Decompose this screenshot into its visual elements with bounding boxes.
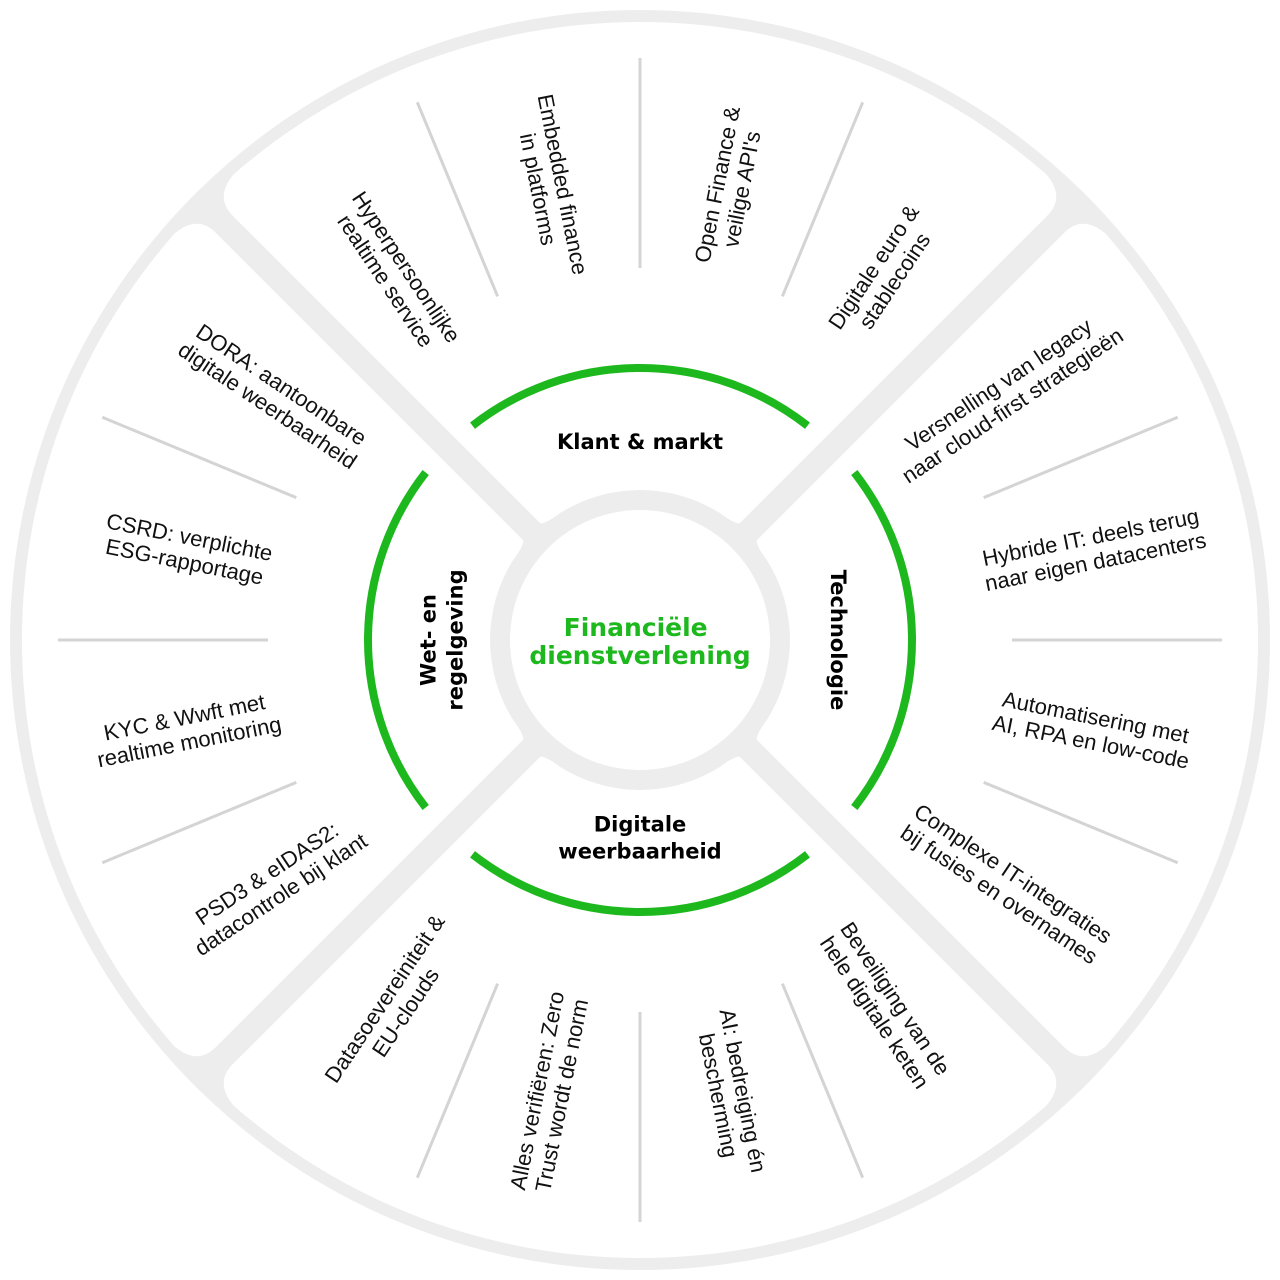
quadrant-panel [21, 223, 524, 1057]
category-title: Technologie [826, 570, 850, 711]
trend-item: Alles verifiëren: ZeroTrust wordt de nor… [505, 989, 594, 1197]
category-arc [851, 470, 916, 810]
item-divider [983, 415, 1179, 499]
item-divider [983, 781, 1179, 865]
category-title: Digitale weerbaarheid [558, 813, 721, 864]
item-divider [101, 415, 297, 499]
item-divider [781, 101, 865, 297]
center-hub: Financiële dienstverlening [510, 510, 770, 770]
item-divider [781, 983, 865, 1179]
center-title-line2: dienstverlening [529, 641, 750, 670]
quadrant-panels [21, 21, 1259, 1259]
item-divider [101, 781, 297, 865]
category-arc [364, 470, 429, 810]
quadrant-panel [756, 223, 1259, 1057]
center-circle [510, 510, 770, 770]
category-title-line: regelgeving [444, 569, 468, 710]
category-arc [470, 851, 810, 916]
category-title: Klant & markt [557, 430, 723, 454]
quadrant-panel [223, 21, 1057, 524]
category-label: Technologie [826, 570, 850, 711]
category-label: Klant & markt [557, 430, 723, 454]
category-arcs [364, 364, 916, 916]
center-title: Financiële dienstverlening [529, 613, 750, 670]
category-title-line: weerbaarheid [558, 840, 721, 864]
category-title-line: Technologie [826, 570, 850, 711]
trend-item-text: Alles verifiëren: ZeroTrust wordt de nor… [505, 989, 594, 1197]
item-divider [415, 101, 499, 297]
category-arc [470, 364, 810, 429]
item-divider [415, 983, 499, 1179]
category-title-line: Klant & markt [557, 430, 723, 454]
item-dividers [58, 58, 1222, 1222]
category-title-line: Wet- en [417, 594, 441, 686]
quadrant-panel [223, 756, 1057, 1259]
category-label: Digitale weerbaarheid [558, 813, 721, 864]
center-title-line1: Financiële [564, 613, 708, 642]
category-title-line: Digitale [594, 813, 687, 837]
